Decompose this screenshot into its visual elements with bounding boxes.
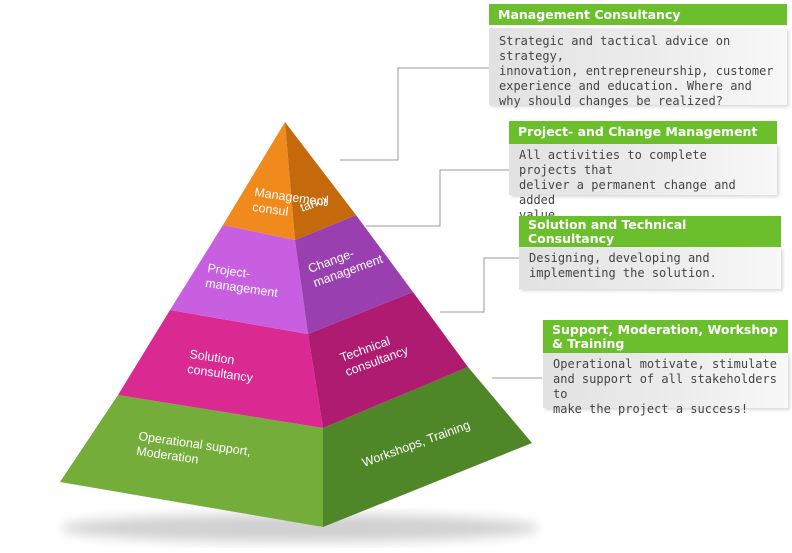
layer-4-side bbox=[323, 367, 532, 527]
layer-4-front bbox=[60, 395, 323, 527]
connector-solution bbox=[440, 257, 520, 313]
card-body: Designing, developing and implementing t… bbox=[519, 247, 781, 289]
layer-2-side bbox=[295, 215, 413, 334]
card-title: Management Consultancy bbox=[489, 4, 787, 25]
layer-1-side bbox=[285, 122, 356, 240]
card-body: All activities to complete projects that… bbox=[509, 144, 777, 222]
card-title: Solution and Technical Consultancy bbox=[519, 216, 781, 247]
card-project-change-management: Project- and Change Management All activ… bbox=[509, 121, 777, 222]
card-support-moderation-workshop-training: Support, Moderation, Workshop & Training… bbox=[543, 320, 788, 416]
layer-label-line: Project- bbox=[207, 261, 252, 281]
card-solution-technical-consultancy: Solution and Technical Consultancy Desig… bbox=[519, 216, 781, 289]
layer-3-side bbox=[308, 292, 468, 428]
layer-label-line: Solution bbox=[189, 347, 236, 367]
card-body: Operational motivate, stimulate and supp… bbox=[543, 353, 788, 416]
layer-1-front bbox=[223, 122, 295, 240]
card-title: Project- and Change Management bbox=[509, 121, 777, 144]
card-management-consultancy: Management Consultancy Strategic and tac… bbox=[489, 4, 787, 108]
card-body: Strategic and tactical advice on strateg… bbox=[489, 28, 787, 108]
connector-management bbox=[340, 67, 490, 161]
connector-project bbox=[366, 169, 510, 227]
card-title: Support, Moderation, Workshop & Training bbox=[543, 320, 788, 353]
layer-label-line: consul bbox=[251, 200, 289, 219]
pyramid-shadow bbox=[60, 514, 540, 542]
layer-2-front bbox=[170, 225, 308, 334]
connector-lines bbox=[340, 67, 542, 379]
layer-3-front bbox=[118, 310, 323, 428]
